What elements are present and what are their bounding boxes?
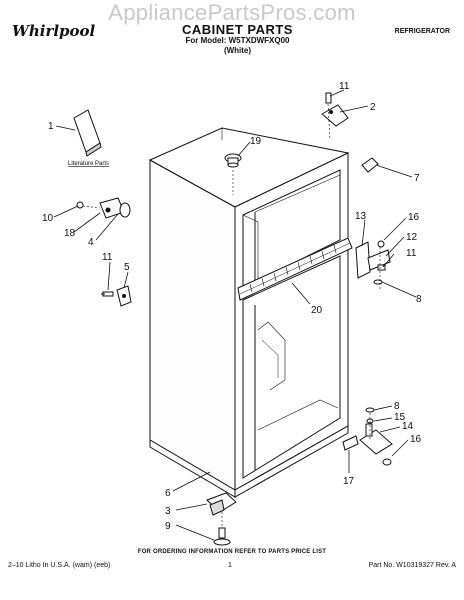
callout-17: 17 bbox=[343, 476, 355, 487]
footer-litho: 2–10 Litho In U.S.A. (wam) (eeb) bbox=[8, 562, 111, 569]
page-title: CABINET PARTS bbox=[182, 22, 293, 37]
literature-parts-icon bbox=[73, 109, 102, 157]
callout-16-upper: 16 bbox=[408, 212, 420, 223]
category-label: REFRIGERATOR bbox=[394, 28, 450, 35]
callout-9: 9 bbox=[165, 521, 171, 532]
callout-11-top: 11 bbox=[339, 81, 350, 92]
callout-6: 6 bbox=[165, 488, 171, 499]
cabinet-drawing bbox=[148, 127, 350, 498]
callout-11-left: 11 bbox=[102, 252, 113, 263]
callout-5: 5 bbox=[124, 262, 130, 273]
watermark: AppliancePartsPros.com bbox=[108, 0, 356, 25]
callout-16-lower: 16 bbox=[410, 434, 422, 445]
mullion-crossbar bbox=[237, 237, 353, 301]
callout-2: 2 bbox=[370, 102, 376, 113]
bottom-hinge-icon bbox=[359, 407, 393, 466]
callout-8-upper: 8 bbox=[416, 294, 422, 305]
callout-15: 15 bbox=[394, 412, 406, 423]
callout-1: 1 bbox=[48, 121, 54, 132]
literature-parts-label: Literature Parts bbox=[68, 161, 109, 167]
brand-logo: Whirlpool bbox=[12, 22, 96, 40]
leveling-leg-icon bbox=[76, 197, 131, 219]
callout-19: 19 bbox=[250, 136, 262, 147]
callout-13: 13 bbox=[355, 211, 367, 222]
page-number: 1 bbox=[228, 562, 232, 569]
color-line: (White) bbox=[223, 46, 252, 55]
hinge-cover-icon bbox=[361, 157, 379, 173]
callout-4: 4 bbox=[88, 237, 94, 248]
callout-labels: 1 2 3 4 5 6 7 8 8 9 10 11 11 11 12 13 14… bbox=[42, 81, 422, 532]
callout-14: 14 bbox=[402, 421, 414, 432]
callout-10: 10 bbox=[42, 213, 54, 224]
part-number: Part No. W10319327 Rev. A bbox=[368, 562, 456, 569]
callout-3: 3 bbox=[165, 506, 171, 517]
bracket-plate-icon bbox=[342, 435, 359, 451]
callout-7: 7 bbox=[414, 173, 420, 184]
callout-20: 20 bbox=[311, 305, 323, 316]
model-line: For Model: W5TXDWFXQ00 bbox=[185, 36, 290, 45]
bottom-leveler-icon bbox=[206, 492, 237, 546]
ordering-note: FOR ORDERING INFORMATION REFER TO PARTS … bbox=[137, 549, 327, 555]
screw-bracket-icon bbox=[101, 285, 132, 307]
callout-11-right: 11 bbox=[406, 248, 417, 259]
hinge-plug-icon bbox=[224, 153, 242, 195]
callout-12: 12 bbox=[406, 232, 418, 243]
center-hinge-icon bbox=[355, 240, 391, 290]
leader-lines bbox=[53, 89, 417, 541]
callout-18: 18 bbox=[64, 228, 76, 239]
top-hinge-icon bbox=[321, 92, 349, 141]
callout-8-lower: 8 bbox=[394, 401, 400, 412]
